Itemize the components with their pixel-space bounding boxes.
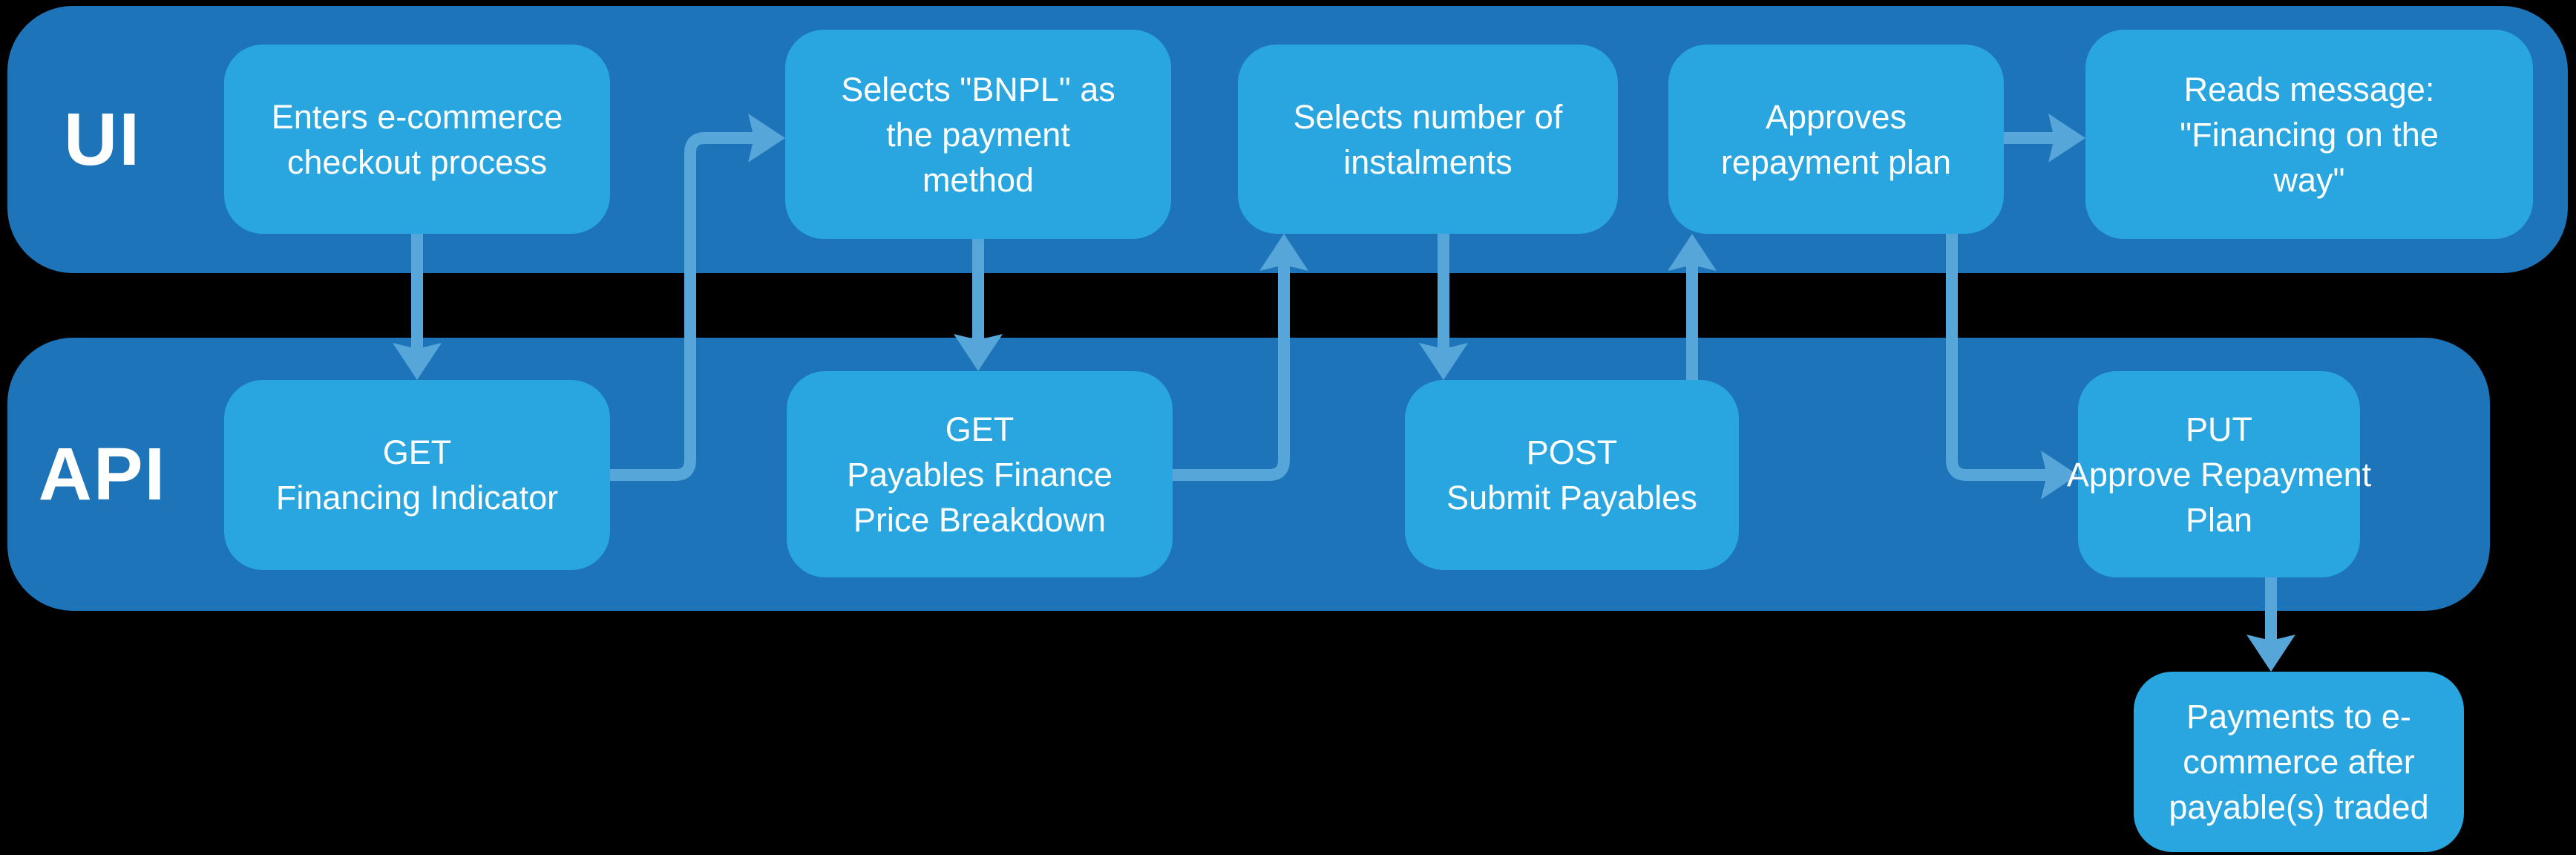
node-label-line: repayment plan	[1720, 142, 1952, 181]
api-lane-label: API	[38, 432, 167, 516]
ui-box-enters-checkout: Enters e-commerce checkout process	[224, 45, 610, 234]
ui-box-approves-plan: Approves repayment plan	[1668, 45, 2004, 234]
node-label-line: payable(s) traded	[2169, 788, 2429, 826]
node-label-line: Selects "BNPL" as	[841, 70, 1115, 108]
node-label-line: commerce after	[2183, 743, 2415, 781]
node-label-line: instalments	[1343, 142, 1513, 181]
arrow-post-submit-payables-to-approves-plan	[1668, 234, 1717, 380]
node-label-line: Selects number of	[1293, 97, 1563, 136]
node-label-line: POST	[1526, 433, 1618, 471]
api-box-get-price-breakdown: GET Payables Finance Price Breakdown	[787, 371, 1173, 577]
ui-lane-label: UI	[64, 97, 141, 181]
node-label-line: Approves	[1765, 97, 1907, 136]
api-box-post-submit-payables: POST Submit Payables	[1405, 380, 1739, 570]
node-label-line: checkout process	[286, 142, 548, 181]
node-label-line: way"	[2273, 160, 2345, 199]
arrow-get-financing-indicator-to-selects-bnpl	[610, 114, 785, 481]
arrow-get-price-breakdown-to-selects-instalments	[1173, 234, 1308, 481]
node-label-line: Enters e-commerce	[271, 97, 563, 136]
node-label-line: Submit Payables	[1446, 479, 1697, 517]
node-label-line: GET	[382, 433, 452, 471]
arrow-put-approve-repayment-plan-to-payments-note	[2246, 577, 2295, 672]
arrow-approves-plan-to-put-approve-repayment-plan	[1946, 234, 2078, 499]
node-label-line: Plan	[2185, 500, 2253, 539]
node-label-line: Payments to e-	[2186, 698, 2411, 736]
node-label-line: PUT	[2186, 410, 2252, 448]
node-label-line: the payment	[886, 115, 1070, 154]
node-label-line: method	[922, 160, 1035, 199]
api-box-put-approve-repayment-plan: PUT Approve Repayment Plan	[2067, 371, 2371, 577]
node-label-line: Financing Indicator	[275, 479, 559, 517]
node-label-line: "Financing on the	[2180, 115, 2439, 154]
node-label-line: Payables Finance	[847, 455, 1112, 494]
arrow-enters-checkout-to-get-financing-indicator	[393, 234, 442, 380]
arrow-approves-plan-to-reads-message	[2004, 114, 2085, 163]
ui-box-reads-message: Reads message: "Financing on the way"	[2085, 30, 2533, 239]
ui-box-selects-bnpl: Selects "BNPL" as the payment method	[785, 30, 1171, 239]
node-label-line: Approve Repayment	[2066, 455, 2372, 494]
ui-box-selects-instalments: Selects number of instalments	[1238, 45, 1618, 234]
arrow-selects-instalments-to-post-submit-payables	[1419, 234, 1468, 380]
node-label-line: Price Breakdown	[853, 500, 1107, 539]
node-label-line: Reads message:	[2183, 70, 2435, 108]
payments-note-box: Payments to e- commerce after payable(s)…	[2134, 672, 2464, 852]
arrow-selects-bnpl-to-get-price-breakdown	[954, 239, 1003, 371]
node-label-line: GET	[945, 410, 1015, 448]
api-box-get-financing-indicator: GET Financing Indicator	[224, 380, 610, 570]
